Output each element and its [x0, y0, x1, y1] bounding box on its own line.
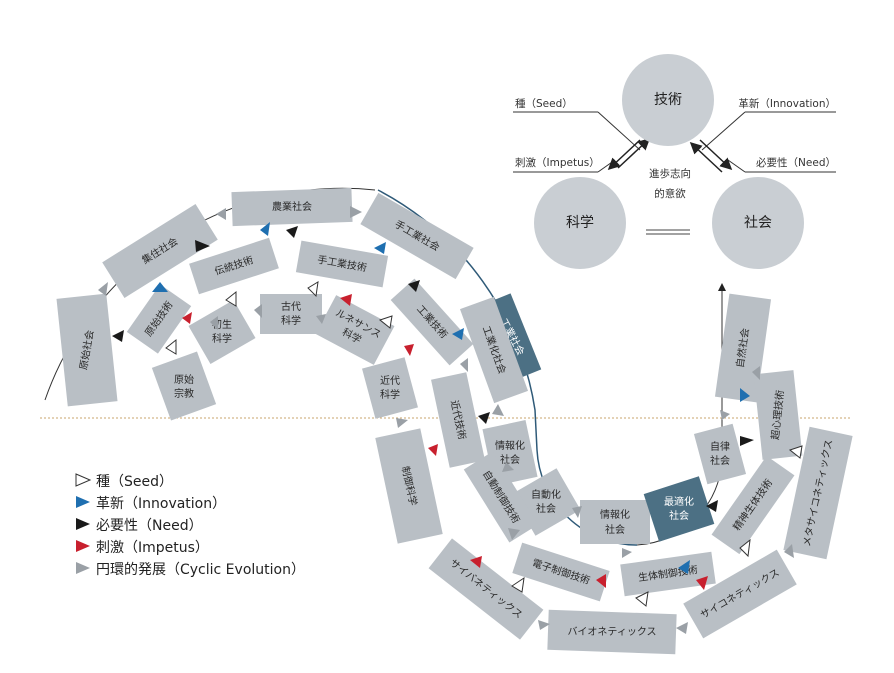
lower-outer-segment-1: 制御科学 — [375, 428, 443, 544]
center-label: 進歩志向 — [649, 167, 691, 180]
svg-text:科学: 科学 — [212, 332, 232, 345]
svg-text:最適化: 最適化 — [664, 495, 694, 508]
svg-text:バイオネティックス: バイオネティックス — [567, 626, 656, 638]
mid-segment-2: 伝統技術 — [189, 237, 279, 295]
lower-mid-segment-2: 電子制御技術 — [512, 542, 610, 602]
inner-segment-2: 初生 科学 — [188, 299, 256, 365]
seed-marker-icon — [75, 473, 92, 487]
cyclic-arrows — [98, 206, 794, 634]
svg-text:科学: 科学 — [566, 215, 594, 231]
svg-text:農業社会: 農業社会 — [272, 200, 312, 213]
upper-inner-ring: 原始 宗教 初生 科学 古代 科学 ルネサンス 科学 近代 科学 — [151, 294, 418, 421]
outer-segment-6: 工業化社会 — [459, 296, 529, 404]
lower-outer-segment-6: 超心理技術 — [753, 370, 803, 460]
svg-text:近代: 近代 — [380, 374, 400, 387]
svg-text:原始: 原始 — [174, 373, 194, 386]
mid-segment-4: 工業技術 — [390, 278, 474, 366]
svg-text:刺激（Impetus）: 刺激（Impetus） — [96, 539, 209, 556]
legend-innovation: 革新（Innovation） — [76, 496, 226, 512]
legend-cyclic: 円環的発展（Cyclic Evolution） — [76, 562, 305, 578]
inner-segment-5: 近代 科学 — [362, 357, 418, 419]
impetus-marker-icon — [76, 540, 90, 552]
label-impetus: 刺激（Impetus） — [515, 156, 600, 169]
svg-text:円環的発展（Cyclic Evolution）: 円環的発展（Cyclic Evolution） — [96, 562, 305, 578]
svg-text:社会: 社会 — [605, 523, 625, 536]
upper-mid-ring: 原始技術 伝統技術 手工業技術 工業技術 近代技術 — [126, 237, 485, 468]
svg-text:革新（Innovation）: 革新（Innovation） — [96, 496, 226, 512]
lower-inner-segment-5: 自律 社会 — [693, 423, 747, 485]
outer-segment-1: 原始社会 — [56, 293, 118, 407]
lower-outer-ring: 制御科学 サイバネティックス バイオネティックス サイコネティックス メタサイコ… — [375, 370, 853, 655]
mid-segment-5: 近代技術 — [431, 372, 485, 468]
svg-text:必要性（Need）: 必要性（Need） — [96, 518, 203, 534]
svg-text:社会: 社会 — [710, 454, 730, 467]
svg-text:自動化: 自動化 — [531, 488, 561, 501]
mid-segment-1: 原始技術 — [126, 284, 192, 354]
lower-inner-segment-3: 情報化 社会 — [580, 500, 650, 544]
lower-inner-segment-4: 最適化 社会 — [643, 476, 715, 542]
svg-text:社会: 社会 — [500, 453, 520, 466]
svg-text:宗教: 宗教 — [174, 387, 194, 400]
center-label-2: 的意欲 — [654, 187, 686, 200]
mid-segment-3: 手工業技術 — [295, 240, 389, 288]
legend-seed: 種（Seed） — [75, 473, 173, 490]
inner-segment-4: ルネサンス 科学 — [315, 295, 395, 365]
svg-text:情報化: 情報化 — [600, 508, 630, 521]
inner-segment-1: 原始 宗教 — [151, 351, 217, 421]
legend-need: 必要性（Need） — [76, 518, 203, 534]
node-science: 科学 — [534, 177, 626, 269]
upper-outer-ring: 原始社会 集住社会 農業社会 手工業社会 工業社会 工業化社会 — [56, 187, 542, 407]
label-need: 必要性（Need） — [756, 156, 836, 169]
lower-mid-segment-3: 生体制御技術 — [620, 551, 716, 597]
svg-text:科学: 科学 — [380, 388, 400, 401]
cyclic-marker-icon — [76, 562, 90, 574]
lower-outer-segment-3: バイオネティックス — [547, 609, 677, 655]
legend-impetus: 刺激（Impetus） — [76, 539, 209, 556]
svg-text:社会: 社会 — [536, 502, 556, 515]
lower-outer-segment-5: メタサイコネティックス — [783, 426, 853, 560]
lower-inner-ring: 情報化 社会 自動化 社会 情報化 社会 最適化 社会 自律 社会 — [482, 420, 747, 544]
marker-arrows — [112, 222, 803, 607]
svg-text:技術: 技術 — [654, 92, 682, 108]
svg-text:自律: 自律 — [710, 440, 730, 453]
svg-text:社会: 社会 — [744, 215, 772, 231]
outer-segment-3: 農業社会 — [231, 187, 353, 227]
svg-text:情報化: 情報化 — [495, 439, 525, 452]
node-society: 社会 — [712, 177, 804, 269]
svg-text:社会: 社会 — [669, 509, 689, 522]
label-seed: 種（Seed） — [515, 97, 573, 110]
svg-text:種（Seed）: 種（Seed） — [96, 474, 173, 490]
need-marker-icon — [76, 518, 90, 530]
outer-segment-4: 手工業社会 — [360, 192, 474, 280]
svg-text:古代: 古代 — [281, 300, 301, 313]
outer-segment-2: 集住社会 — [102, 204, 218, 298]
inner-segment-3: 古代 科学 — [260, 294, 322, 334]
node-technology: 技術 — [622, 54, 714, 146]
label-innovation: 革新（Innovation） — [738, 97, 836, 110]
legend: 種（Seed） 革新（Innovation） 必要性（Need） 刺激（Impe… — [75, 473, 305, 578]
svg-text:科学: 科学 — [281, 314, 301, 327]
triad-diagram: 技術 科学 社会 進歩志向 的意欲 種（Seed） 刺激（Impetus） 革新… — [513, 54, 836, 269]
innovation-marker-icon — [76, 496, 90, 508]
